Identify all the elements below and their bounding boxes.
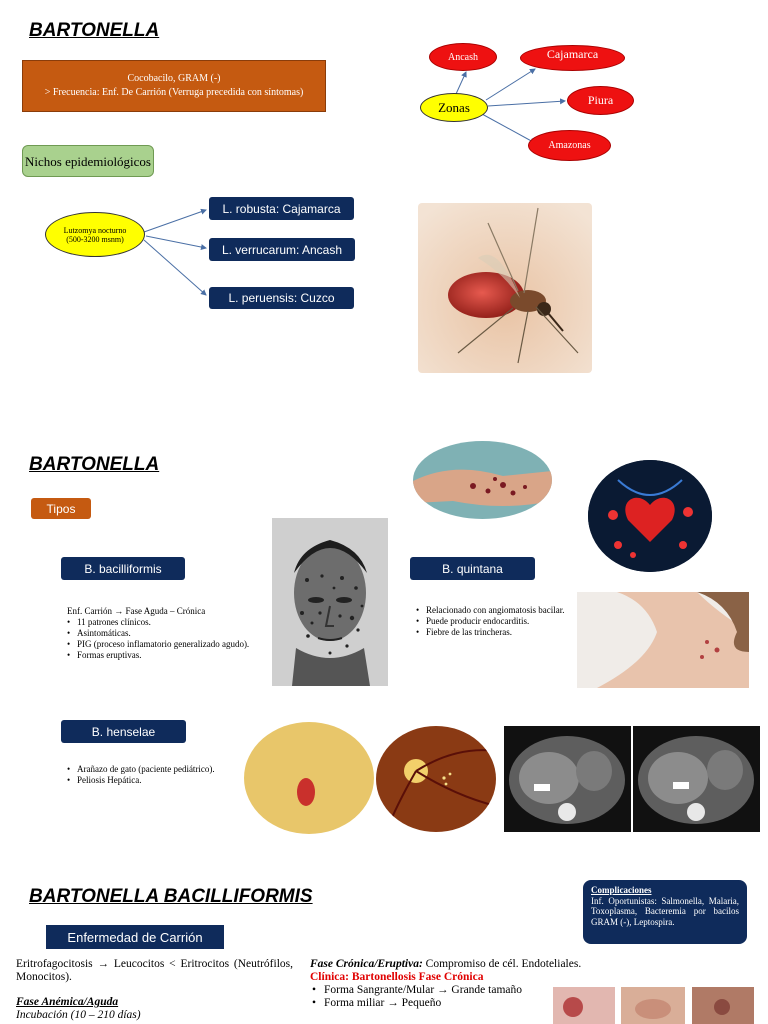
clinic-title: Clínica: Bartonellosis Fase Crónica [310,971,484,983]
list-item: Puede producir endocarditis. [416,616,586,627]
zone-center: Zonas [420,93,488,122]
right-column-text: Fase Crónica/Eruptiva: Compromiso de cél… [310,958,588,1010]
heart-infection-image [588,460,712,572]
zone-amazonas: Amazonas [528,130,611,161]
list-item: Formas eruptivas. [67,650,272,661]
species-verrucarum: L. verrucarum: Ancash [209,238,355,261]
complications-box: Complicaciones Inf. Oportunistas: Salmon… [583,880,747,944]
henselae-list: Arañazo de gato (paciente pediátrico). P… [67,764,247,786]
list-item: PIG (proceso inflamatorio generalizado a… [67,639,272,650]
zone-ancash: Ancash [429,43,497,71]
quintana-list: Relacionado con angiomatosis bacilar. Pu… [416,605,586,638]
section1-title: BARTONELLA [29,20,160,41]
verruga-photo-2 [621,987,685,1024]
chronic-text: Compromiso de cél. Endoteliales. [422,958,582,970]
vector-ellipse: Lutzomya nocturno (500-3200 msnm) [45,212,145,257]
sandfly-photo [418,203,592,373]
verruga-photo-3 [692,987,754,1024]
retina-photo [376,726,496,832]
neck-lesion-photo [577,592,749,688]
ct-scan-2 [633,726,760,832]
list-item: 11 patrones clínicos. [67,617,272,628]
clinic-item-2: •Forma miliar → Pequeño [312,997,442,1009]
complications-title: Complicaciones [591,885,652,895]
phase-acute-sub: Incubación (10 – 210 días) [16,1009,141,1021]
list-item: Arañazo de gato (paciente pediátrico). [67,764,247,775]
cat-scratch-photo [244,722,374,834]
info-line-1: Cocobacilo, GRAM (-) [127,73,221,84]
list-item: Asintomáticas. [67,628,272,639]
list-item: Relacionado con angiomatosis bacilar. [416,605,586,616]
info-line-2: > Frecuencia: Enf. De Carrión (Verruga p… [44,87,304,98]
type-quintana: B. quintana [410,557,535,580]
info-box: Cocobacilo, GRAM (-) > Frecuencia: Enf. … [22,60,326,112]
list-item: Fiebre de las trincheras. [416,627,586,638]
species-robusta: L. robusta: Cajamarca [209,197,354,220]
zone-cajamarca: Cajamarca [520,45,625,71]
left-column-text: Eritrofagocitosis → Leucocitos < Eritroc… [16,958,293,1022]
niches-box: Nichos epidemiológicos [22,145,154,177]
zone-cajamarca-label: Cajamarca [546,47,599,61]
bacilliformis-list: Enf. Carrión → Fase Aguda – Crónica 11 p… [67,606,272,661]
vector-arrows [143,208,207,296]
section3-title: BARTONELLA BACILLIFORMIS [29,886,313,907]
ct-scan-1 [504,726,631,832]
complications-text: Inf. Oportunistas: Salmonella, Malaria, … [591,895,739,927]
types-tag: Tipos [31,498,91,519]
list-item: Peliosis Hepática. [67,775,247,786]
section2-title: BARTONELLA [29,454,160,475]
bacilliformis-intro: Enf. Carrión → Fase Aguda – Crónica [67,606,206,616]
arm-lesion-photo [413,441,552,519]
zone-piura: Piura [567,86,634,115]
type-henselae: B. henselae [61,720,186,743]
zones-arrows [455,68,566,144]
chronic-label: Fase Crónica/Eruptiva: [310,958,423,970]
species-peruensis: L. peruensis: Cuzco [209,287,354,309]
disease-label: Enfermedad de Carrión [46,925,224,949]
patient-face-photo [272,518,388,686]
erythro-text: Eritrofagocitosis → Leucocitos < Eritroc… [16,958,293,983]
type-bacilliformis: B. bacilliformis [61,557,185,580]
verruga-photo-1 [553,987,615,1024]
phase-acute: Fase Anémica/Aguda [16,996,119,1008]
clinic-item-1: •Forma Sangrante/Mular → Grande tamaño [312,984,522,996]
